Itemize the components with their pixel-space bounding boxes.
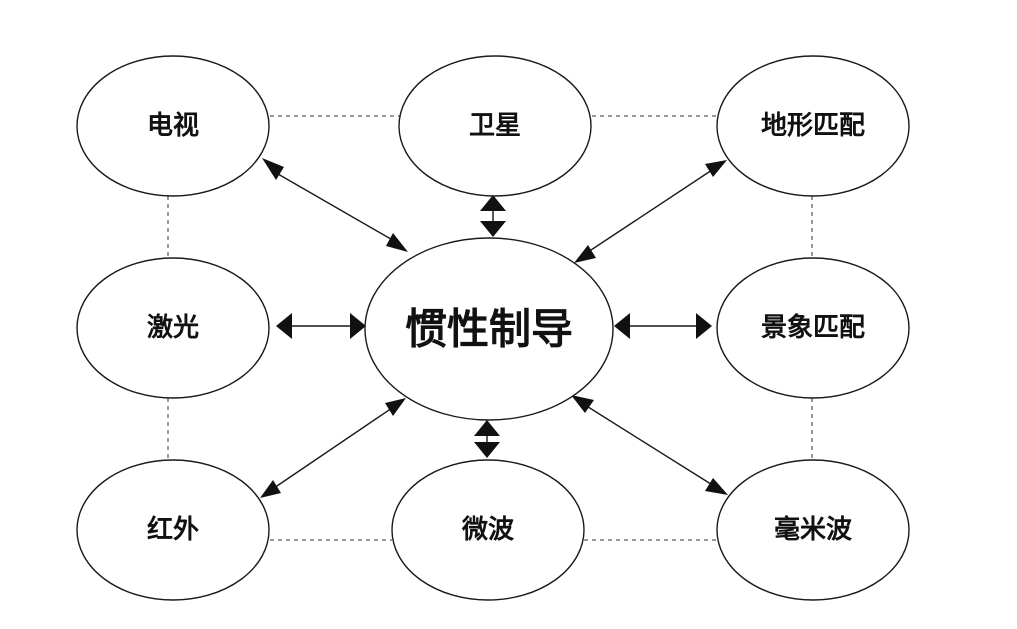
node-ellipse xyxy=(716,55,910,197)
dashed-connections xyxy=(167,115,813,541)
node-terrain-matching: 地形匹配 xyxy=(716,55,910,197)
arrow-head xyxy=(480,195,506,211)
node-ellipse xyxy=(391,459,585,601)
arrow-head xyxy=(705,160,727,177)
arrow-head xyxy=(385,398,406,416)
arrow-satellite-center xyxy=(480,195,506,237)
node-label: 卫星 xyxy=(469,111,521,141)
arrow-head xyxy=(571,395,594,413)
node-label: 毫米波 xyxy=(774,514,853,545)
arrow-head xyxy=(474,442,500,458)
arrow-head xyxy=(276,313,292,339)
arrow-head xyxy=(474,420,500,436)
node-scene-matching: 景象匹配 xyxy=(716,257,910,399)
node-center-inertial-guidance: 惯性制导 xyxy=(364,237,614,421)
center-ellipse xyxy=(364,237,614,421)
node-ellipse xyxy=(398,55,592,197)
arrow-head xyxy=(260,480,281,498)
arrow-terrain-center xyxy=(574,160,727,263)
arrow-head xyxy=(614,313,630,339)
arrow-laser-center xyxy=(276,313,366,339)
arrow-microwave-center xyxy=(474,420,500,458)
node-microwave: 微波 xyxy=(391,459,585,601)
arrow-head xyxy=(480,221,506,237)
center-label: 惯性制导 xyxy=(405,305,573,354)
arrow-head xyxy=(705,478,728,495)
node-infrared: 红外 xyxy=(76,459,270,601)
node-label: 微波 xyxy=(461,514,515,545)
arrow-infrared-center xyxy=(260,398,406,498)
arrow-head xyxy=(574,245,596,263)
node-ellipse xyxy=(716,257,910,399)
node-label: 景象匹配 xyxy=(761,312,865,343)
arrow-tv-center xyxy=(262,158,408,252)
node-ellipse xyxy=(76,459,270,601)
arrow-head xyxy=(350,313,366,339)
arrow-scene-center xyxy=(614,313,712,339)
arrow-head xyxy=(262,158,284,180)
node-laser: 激光 xyxy=(76,257,270,399)
node-ellipse xyxy=(716,459,910,601)
node-ellipse xyxy=(76,55,270,197)
node-ellipse xyxy=(76,257,270,399)
node-label: 激光 xyxy=(147,312,199,343)
arrow-millimeter-center xyxy=(571,395,728,495)
node-label: 地形匹配 xyxy=(761,111,865,141)
node-satellite: 卫星 xyxy=(398,55,592,197)
node-label: 电视 xyxy=(147,111,199,141)
node-tv: 电视 xyxy=(76,55,270,197)
arrow-head xyxy=(696,313,712,339)
arrow-head xyxy=(386,233,408,252)
node-millimeter-wave: 毫米波 xyxy=(716,459,910,601)
node-label: 红外 xyxy=(147,514,199,545)
